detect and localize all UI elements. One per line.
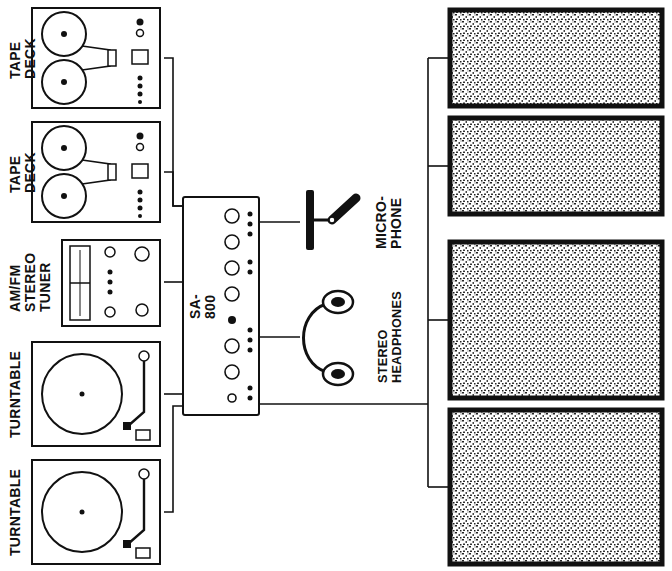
label-holder: TURNTABLE [8,351,23,438]
amplifier-controls [225,209,253,402]
tuner-label: AM/FM STEREO TUNER [4,232,164,332]
signal-cable [260,336,300,338]
amplifier-box: SA-800 [182,196,260,416]
component-label: SA-800 [188,293,218,318]
tape-deck-label: TAPE DECK [4,4,164,112]
label-holder: STEREO HEADPHONES [377,291,404,383]
microphone-label: MICRO- PHONE [300,176,408,268]
label-holder: TURNTABLE [8,469,23,556]
signal-cable [164,172,182,206]
component-label: AM/FM STEREO TUNER [8,252,53,311]
label-holder: MICRO- PHONE [374,196,404,249]
label-holder: SA-800 [188,294,218,319]
microphone-drawing [306,190,356,250]
signal-cable [164,406,182,512]
headphones-label: STEREO HEADPHONES [300,288,408,386]
tuner-drawing [62,240,160,326]
signal-cable [164,58,182,206]
tape-deck-drawing [32,8,160,222]
component-label: TURNTABLE [8,350,23,437]
signal-cable [164,393,182,395]
turntable-drawing [32,342,160,564]
signal-cable [260,221,300,223]
component-label: MICRO- PHONE [374,195,404,248]
label-holder: AM/FM STEREO TUNER [8,253,53,312]
tape-deck-label: TAPE DECK [4,118,164,226]
label-holder: TAPE DECK [8,152,38,193]
turntable-label: TURNTABLE [4,456,164,568]
component-label: TAPE DECK [8,38,38,79]
speaker-wiring [260,58,448,487]
turntable-label: TURNTABLE [4,338,164,450]
component-label: TAPE DECK [8,152,38,193]
speaker-drawing [450,10,662,564]
component-label: STEREO HEADPHONES [377,291,404,383]
headphones-drawing [304,291,354,385]
signal-cable [164,281,182,283]
label-holder: TAPE DECK [8,38,38,79]
component-label: TURNTABLE [8,468,23,555]
